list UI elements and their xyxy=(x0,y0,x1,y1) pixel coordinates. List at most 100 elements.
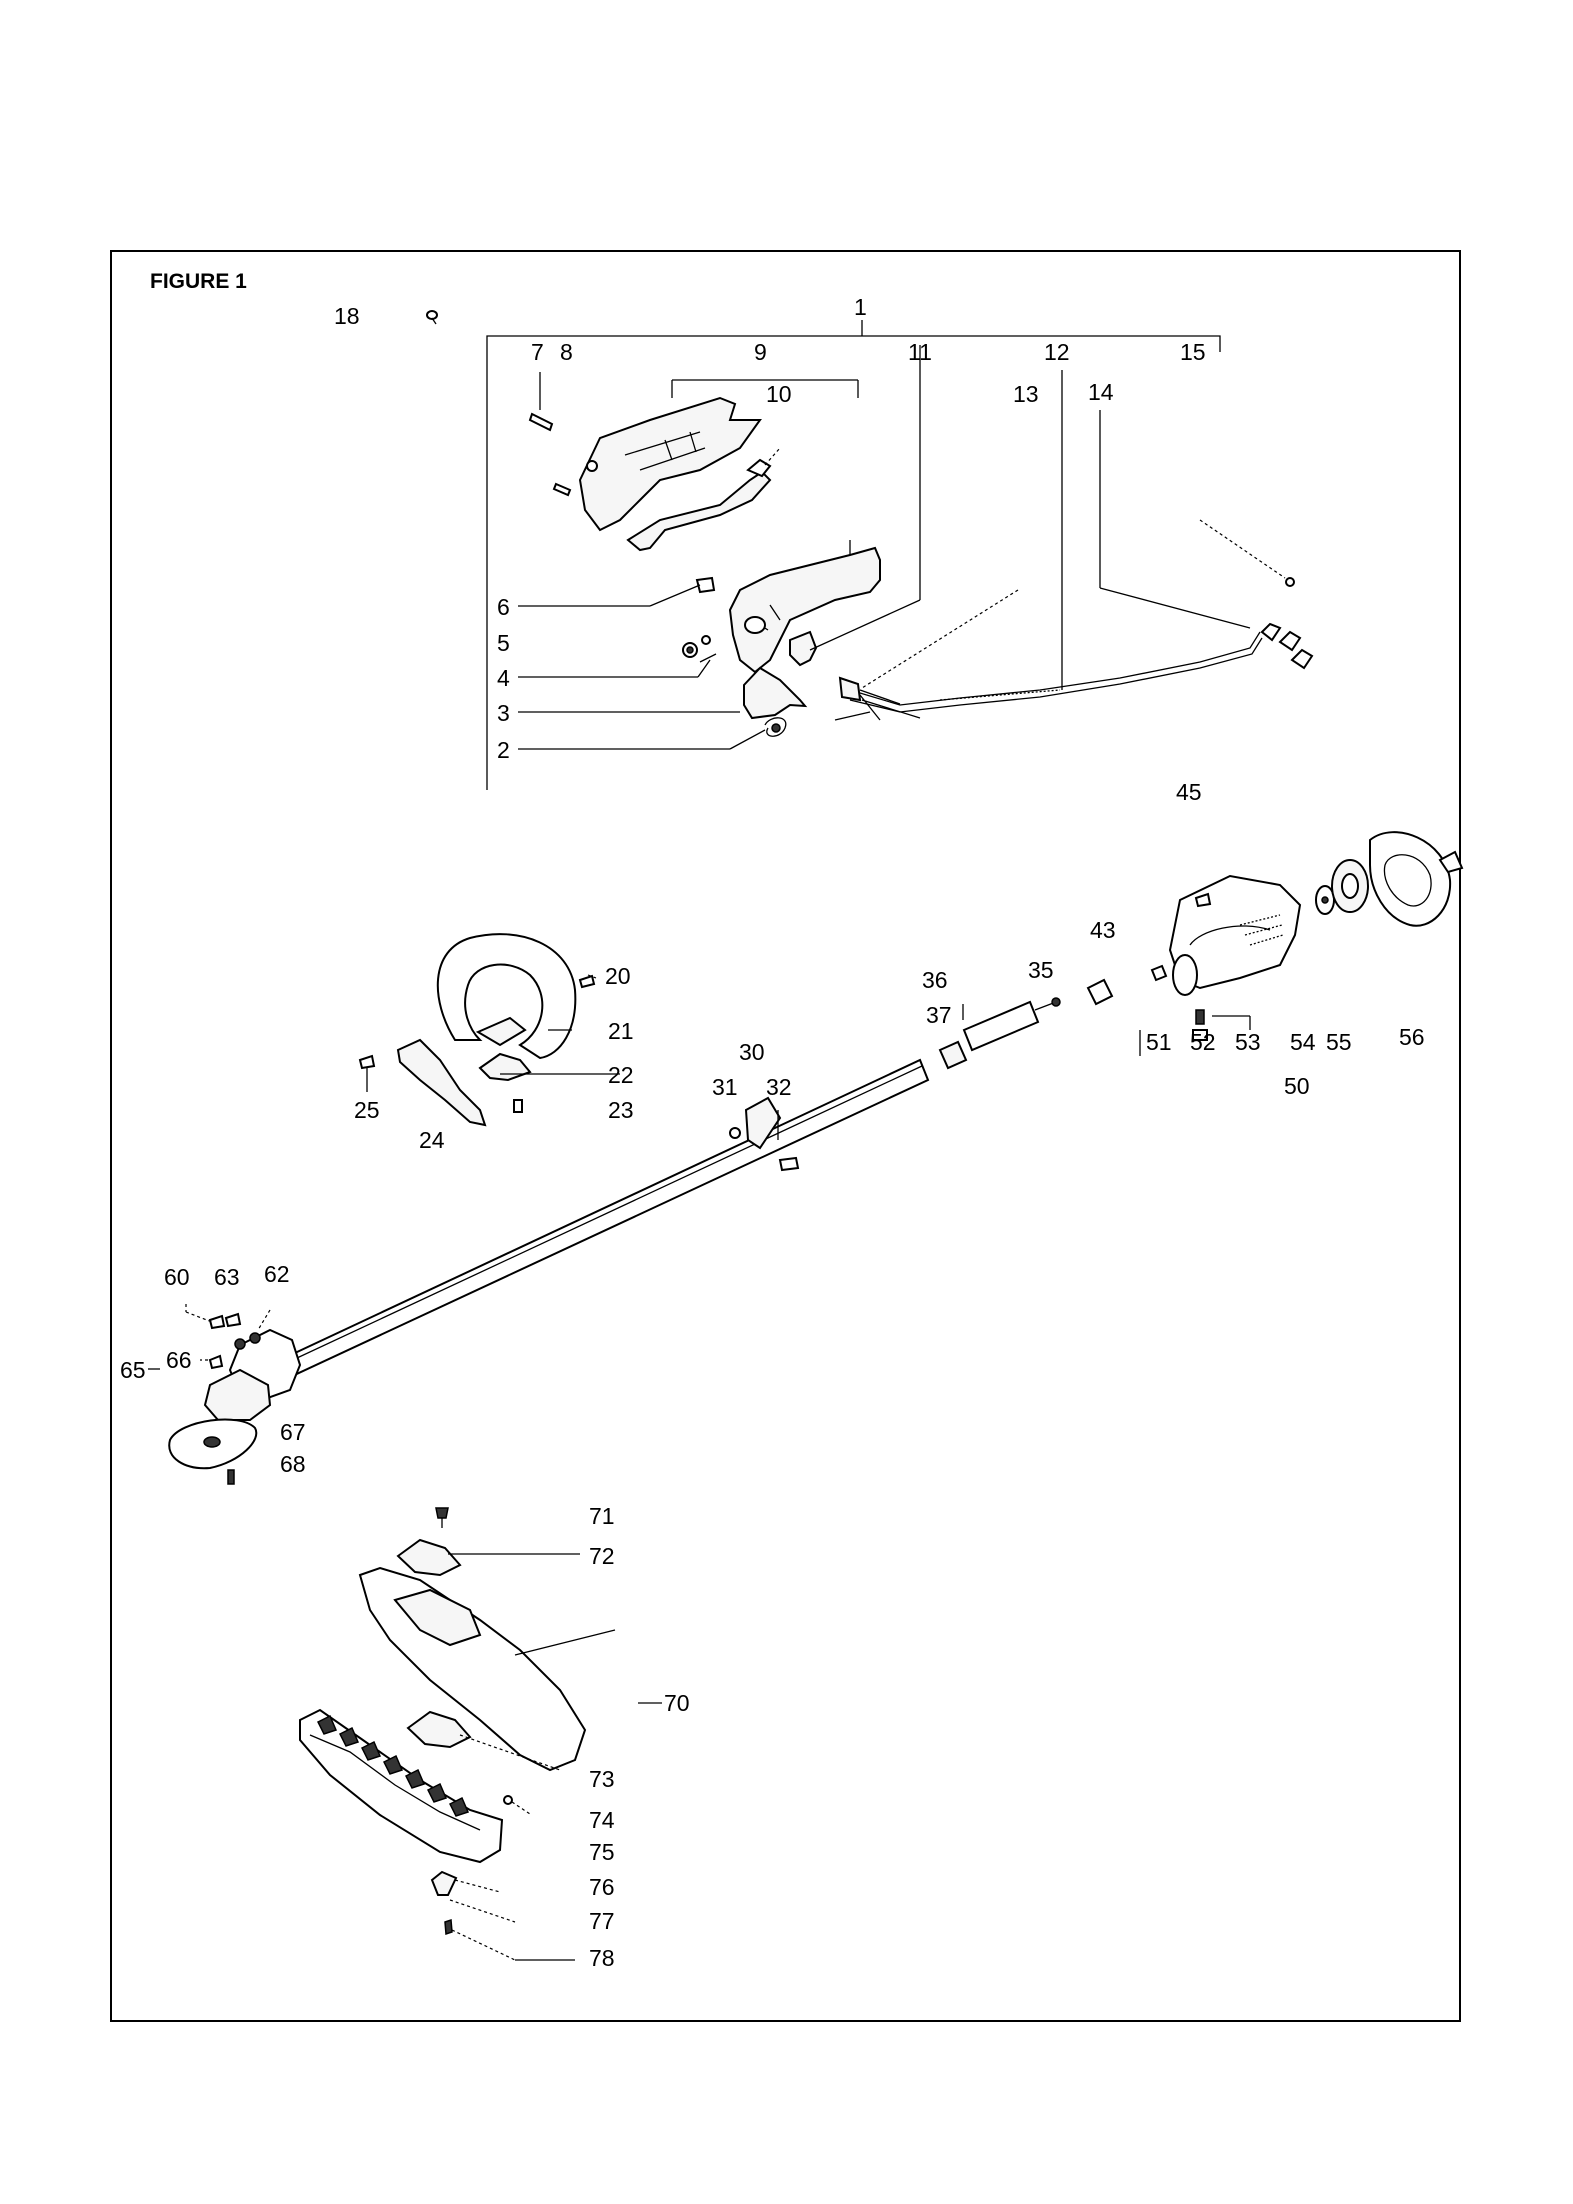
callout-50: 50 xyxy=(1284,1073,1310,1099)
figure-title: FIGURE 1 xyxy=(150,270,247,293)
part-5-nut xyxy=(682,635,711,658)
part-73-clamp xyxy=(406,1710,472,1749)
callout-56: 56 xyxy=(1399,1024,1425,1050)
part-75-blade-cover xyxy=(299,1708,504,1864)
callout-32: 32 xyxy=(766,1074,792,1100)
part-20-screw xyxy=(578,974,596,989)
part-63-screw xyxy=(224,1312,242,1328)
part-35-drive-sleeve xyxy=(962,997,1061,1052)
part-3-lever xyxy=(743,666,808,720)
part-66-screw xyxy=(208,1354,224,1370)
callout-70: 70 xyxy=(664,1690,690,1716)
callout-74: 74 xyxy=(589,1807,615,1833)
callout-3: 3 xyxy=(497,700,510,726)
callout-78: 78 xyxy=(589,1945,615,1971)
part-71-screw xyxy=(435,1507,449,1528)
figure-frame xyxy=(110,250,1461,2022)
handle-half-bottom xyxy=(728,540,881,674)
part-70-guard xyxy=(358,1566,616,1772)
part-67-flange xyxy=(168,1418,258,1470)
assembly-bracket xyxy=(486,320,1221,790)
part-10-throttle-lever xyxy=(626,447,781,552)
part-43-coupling xyxy=(1086,978,1114,1006)
part-56-housing-ring xyxy=(1369,831,1464,927)
callout-51: 51 xyxy=(1146,1029,1172,1055)
part-68-screw xyxy=(227,1469,235,1485)
callout-55: 55 xyxy=(1326,1029,1352,1055)
part-52-bolt xyxy=(1192,1009,1208,1041)
callout-15: 15 xyxy=(1180,339,1206,365)
part-22-clamp xyxy=(478,1052,532,1082)
part-60-screw xyxy=(208,1314,226,1330)
callout-1: 1 xyxy=(854,294,867,320)
part-55-clutch-drum xyxy=(1331,859,1369,913)
callout-13: 13 xyxy=(1013,381,1039,407)
callout-14: 14 xyxy=(1088,379,1114,405)
part-74-nut xyxy=(503,1795,513,1805)
callout-31: 31 xyxy=(712,1074,738,1100)
callout-75: 75 xyxy=(589,1839,615,1865)
part-78-screw xyxy=(444,1918,453,1936)
part-25-screw xyxy=(358,1054,376,1070)
callout-67: 67 xyxy=(280,1419,306,1445)
callout-62: 62 xyxy=(264,1261,290,1287)
part-23-screw xyxy=(513,1099,523,1113)
callout-52: 52 xyxy=(1190,1029,1216,1055)
callout-73: 73 xyxy=(589,1766,615,1792)
part-76-blade xyxy=(430,1870,458,1896)
callout-11: 11 xyxy=(908,339,932,365)
callout-60: 60 xyxy=(164,1264,190,1290)
callout-7: 7 xyxy=(531,339,544,365)
part-72-clamp xyxy=(396,1538,462,1577)
callout-8: 8 xyxy=(560,339,573,365)
callout-71: 71 xyxy=(589,1503,615,1529)
callout-18: 18 xyxy=(334,303,360,329)
callout-6: 6 xyxy=(497,594,510,620)
handle-half-top xyxy=(578,396,762,532)
gearhead xyxy=(203,1328,302,1438)
callout-72: 72 xyxy=(589,1543,615,1569)
callout-63: 63 xyxy=(214,1264,240,1290)
callout-2: 2 xyxy=(497,737,510,763)
callout-45: 45 xyxy=(1176,779,1202,805)
callout-4: 4 xyxy=(497,665,510,691)
part-7-screw xyxy=(528,372,554,432)
part-11-button xyxy=(789,630,818,667)
callout-53: 53 xyxy=(1235,1029,1261,1055)
callout-54: 54 xyxy=(1290,1029,1316,1055)
part-50-clutch-housing xyxy=(1168,874,1302,996)
callout-66: 66 xyxy=(166,1347,192,1373)
callout-24: 24 xyxy=(419,1127,445,1153)
callout-12: 12 xyxy=(1044,339,1070,365)
part-21-loop-handle xyxy=(436,933,577,1060)
callout-65: 65 xyxy=(120,1357,146,1383)
leader-lines xyxy=(148,345,1251,1961)
part-45-screw xyxy=(1194,892,1212,908)
callout-37: 37 xyxy=(926,1002,952,1028)
part-51-key xyxy=(1150,964,1168,982)
callout-30: 30 xyxy=(739,1039,765,1065)
callout-21: 21 xyxy=(608,1018,634,1044)
callout-23: 23 xyxy=(608,1097,634,1123)
part-2-spring xyxy=(764,717,787,737)
callout-5: 5 xyxy=(497,630,510,656)
callout-43: 43 xyxy=(1090,917,1116,943)
callout-76: 76 xyxy=(589,1874,615,1900)
callout-10: 10 xyxy=(766,381,792,407)
callout-20: 20 xyxy=(605,963,631,989)
callout-labels: 1 2 3 4 5 6 7 8 9 10 11 12 13 14 15 18 2… xyxy=(120,294,1425,1971)
part-6-screw xyxy=(695,576,716,594)
callout-36: 36 xyxy=(922,967,948,993)
callout-22: 22 xyxy=(608,1062,634,1088)
callout-68: 68 xyxy=(280,1451,306,1477)
part-18-screw xyxy=(426,310,438,325)
part-4-pin xyxy=(699,653,717,663)
part-37-collar xyxy=(938,1040,968,1070)
part-24-clamp xyxy=(396,1038,487,1127)
cable-harness xyxy=(834,519,1314,721)
part-30-shaft-clamp xyxy=(729,1096,800,1172)
part-8-screw xyxy=(552,482,572,497)
callout-25: 25 xyxy=(354,1097,380,1123)
callout-35: 35 xyxy=(1028,957,1054,983)
